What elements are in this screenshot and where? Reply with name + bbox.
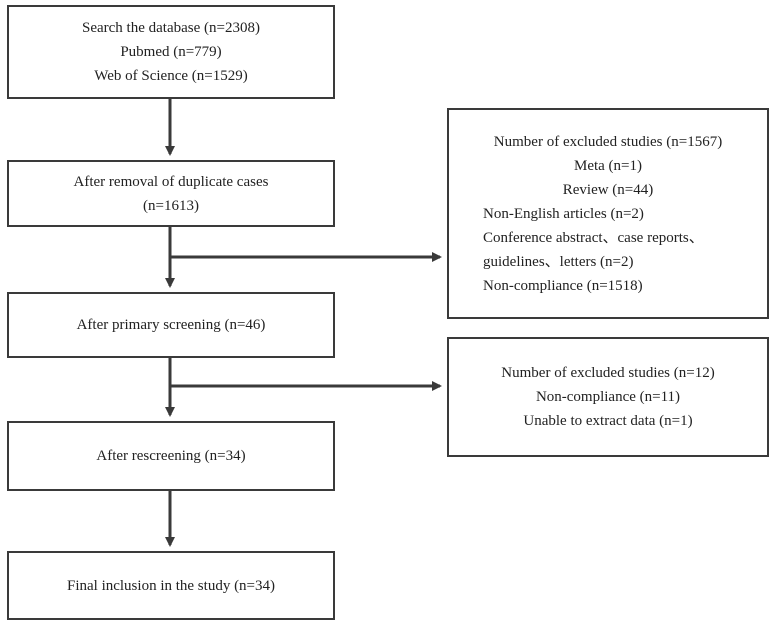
rescreen-line-1: After rescreening (n=34) [96, 448, 246, 464]
primary-screening-box: After primary screening (n=46) [7, 292, 335, 358]
dedup-line-2: (n=1613) [143, 197, 199, 214]
search-line-3: Web of Science (n=1529) [94, 68, 248, 84]
search-line-2: Pubmed (n=779) [120, 44, 222, 60]
excluded2-line-3: Unable to extract data (n=1) [523, 413, 693, 429]
rescreening-box: After rescreening (n=34) [7, 421, 335, 491]
excluded2-line-2: Non-compliance (n=11) [535, 389, 681, 405]
excluded1-line-6: guidelines、letters (n=2) [483, 253, 634, 270]
primary-line-1: After primary screening (n=46) [76, 317, 266, 333]
excluded2-line-1: Number of excluded studies (n=12) [501, 365, 715, 381]
search-box: Search the database (n=2308) Pubmed (n=7… [7, 5, 335, 99]
excluded1-line-2: Meta (n=1) [573, 157, 643, 174]
final-line-1: Final inclusion in the study (n=34) [66, 577, 276, 594]
excluded1-line-3: Review (n=44) [562, 181, 654, 198]
excluded-studies-box-2: Number of excluded studies (n=12) Non-co… [447, 337, 769, 457]
final-inclusion-box: Final inclusion in the study (n=34) [7, 551, 335, 620]
dedup-line-1: After removal of duplicate cases [73, 173, 269, 190]
dedup-box: After removal of duplicate cases (n=1613… [7, 160, 335, 227]
excluded1-line-4: Non-English articles (n=2) [483, 205, 644, 222]
excluded1-line-7: Non-compliance (n=1518) [483, 277, 643, 294]
excluded1-line-1: Number of excluded studies (n=1567) [493, 133, 723, 150]
excluded-studies-box-1: Number of excluded studies (n=1567) Meta… [447, 108, 769, 319]
search-line-1: Search the database (n=2308) [82, 20, 260, 36]
excluded1-line-5: Conference abstract、case reports、 [483, 229, 704, 246]
